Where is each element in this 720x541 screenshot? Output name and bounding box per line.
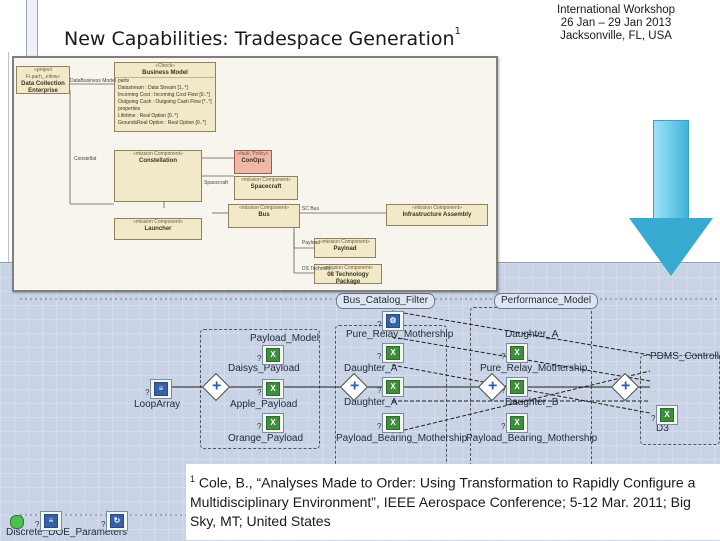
spreadsheet-icon: X <box>266 382 280 396</box>
venue-line: 26 Jan – 29 Jan 2013 <box>560 17 672 29</box>
daughter-a-low-node[interactable]: X? <box>377 377 404 397</box>
payload-bearing-2-node[interactable]: X? <box>501 413 528 433</box>
bus-catalog-filter-node[interactable]: ⚙? <box>377 311 404 331</box>
daisys-payload-label: Daisys_Payload <box>228 363 300 374</box>
driver-node[interactable]: ↻? <box>101 511 128 531</box>
daughter-b-node[interactable]: X? <box>501 377 528 397</box>
spreadsheet-icon: X <box>510 416 524 430</box>
gear-icon: ⚙ <box>386 314 400 328</box>
apple-payload-label: Apple_Payload <box>230 399 298 410</box>
business-model-block: «Check» Business Model parts Datastream … <box>114 62 216 132</box>
daughter-a-node[interactable]: X? <box>501 343 528 363</box>
pure-relay-label: Pure_Relay_Mothership <box>346 329 454 340</box>
constellation-block: «mission Component» Constellation <box>114 150 202 202</box>
performance-model-node[interactable]: Performance_Model <box>494 293 599 309</box>
left-accent-line <box>8 52 9 272</box>
unknown-status-marker: ? <box>651 414 656 423</box>
spreadsheet-icon: X <box>660 408 674 422</box>
unknown-status-marker: ? <box>145 388 150 397</box>
cycle-icon: ↻ <box>110 514 124 528</box>
slide-title: New Capabilities: Tradespace Generation1 <box>64 26 461 50</box>
discrete-doe-label: Discrete_DOE_Parameters <box>6 527 128 538</box>
unknown-status-marker: ? <box>257 388 262 397</box>
spreadsheet-icon: X <box>386 346 400 360</box>
payload-block: «mission Component» Payload <box>314 238 376 258</box>
spreadsheet-icon: X <box>266 348 280 362</box>
unknown-status-marker: ? <box>377 320 382 329</box>
daughter-a-low-label: Daughter_A <box>344 397 398 408</box>
loop-icon: ≡ <box>44 514 58 528</box>
infrastructure-block: «mission Component» Infrastructure Assem… <box>386 204 488 226</box>
d3-label: D3 <box>656 423 669 434</box>
unknown-status-marker: ? <box>501 386 506 395</box>
spacecraft-role-label: Spacecraft <box>204 180 228 186</box>
unknown-status-marker: ? <box>257 422 262 431</box>
payload-bearing-node[interactable]: X? <box>377 413 404 433</box>
loop-array-label: LoopArray <box>134 399 181 410</box>
payload-role-label: Payload <box>302 240 321 246</box>
arrow-down-icon <box>653 120 689 221</box>
plus-gateway-icon: + <box>212 377 222 395</box>
launcher-block: «mission Component» Launcher <box>114 218 202 240</box>
unknown-status-marker: ? <box>501 352 506 361</box>
spreadsheet-icon: X <box>510 380 524 394</box>
bus-role-label: SC Bus <box>302 206 319 212</box>
mission-block: «project Fr.parh_.ellow» Data Collection… <box>16 66 70 94</box>
conops-block: «fault, Policy» ConOps <box>234 150 272 174</box>
unknown-status-marker: ? <box>377 386 382 395</box>
plus-gateway-icon: + <box>621 377 631 395</box>
payload-group <box>200 329 320 449</box>
discrete-doe-node[interactable]: ≡? <box>35 511 62 531</box>
constellation-role-label: Constellat <box>74 156 97 162</box>
sysml-model-panel: «project Fr.parh_.ellow» Data Collection… <box>12 56 498 292</box>
payload-bearing-label: Payload_Bearing_Mothership <box>336 433 468 444</box>
apple-payload-node[interactable]: X? <box>257 379 284 399</box>
plus-gateway-icon: + <box>350 377 360 395</box>
workflow-canvas[interactable]: Bus_Catalog_Filter Performance_Model Pay… <box>0 262 720 541</box>
bus-catalog-node[interactable]: Bus_Catalog_Filter <box>336 293 436 309</box>
spreadsheet-icon: X <box>386 380 400 394</box>
pure-relay-mid-label: Pure_Relay_Mothership <box>480 363 588 374</box>
venue-line: Jacksonville, FL, USA <box>560 30 672 42</box>
spreadsheet-icon: X <box>266 416 280 430</box>
unknown-status-marker: ? <box>377 422 382 431</box>
business-mult-label: DataBusiness Model <box>70 78 116 84</box>
daughter-a-mid-label: Daughter_A <box>344 363 398 374</box>
orange-payload-node[interactable]: X? <box>257 413 284 433</box>
payload-model-label: Payload_Model <box>250 333 319 344</box>
daughter-a-top-label: Daughter_A <box>505 329 559 340</box>
unknown-status-marker: ? <box>377 352 382 361</box>
left-accent-bar <box>26 0 38 58</box>
model-connectors <box>69 83 386 274</box>
payload-bearing-2-label: Payload_Bearing_Mothership <box>466 433 598 444</box>
bus-block: «mission Component» Bus <box>228 204 300 228</box>
unknown-status-marker: ? <box>257 354 262 363</box>
footnote-text: 1 Cole, B., “Analyses Made to Order: Usi… <box>190 474 696 529</box>
pkg-role-label: DS Technolo... <box>302 266 335 272</box>
start-node[interactable] <box>10 515 24 529</box>
pdms-controller-label: PDMS_Controller <box>650 351 720 362</box>
arrow-down-head <box>629 218 713 276</box>
d3-node[interactable]: X? <box>651 405 678 425</box>
plus-gateway-icon: + <box>488 377 498 395</box>
footnote-box: 1 Cole, B., “Analyses Made to Order: Usi… <box>186 464 720 540</box>
loop-icon: ≡ <box>154 382 168 396</box>
daughter-b-label: Daughter_B <box>505 397 559 408</box>
spacecraft-block: «mission Component» Spacecraft <box>234 176 298 200</box>
unknown-status-marker: ? <box>501 422 506 431</box>
unknown-status-marker: ? <box>35 520 40 529</box>
loop-array-node[interactable]: ≡? <box>145 379 172 399</box>
business-model-rows: parts Datastream : Data Stream [1..*] In… <box>115 77 215 127</box>
pure-relay-node[interactable]: X? <box>377 343 404 363</box>
orange-payload-label: Orange_Payload <box>228 433 304 444</box>
venue-line: International Workshop <box>556 4 676 16</box>
spreadsheet-icon: X <box>510 346 524 360</box>
spreadsheet-icon: X <box>386 416 400 430</box>
venue-info: International Workshop 26 Jan – 29 Jan 2… <box>520 4 712 43</box>
daisys-payload-node[interactable]: X? <box>257 345 284 365</box>
technology-package-block: «mission Component» 08 Technology Packag… <box>314 264 382 285</box>
unknown-status-marker: ? <box>101 520 106 529</box>
